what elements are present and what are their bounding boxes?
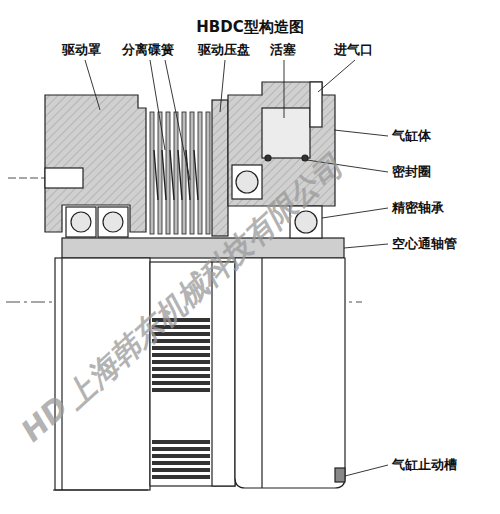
part-label: 分离碟簧 bbox=[122, 42, 174, 58]
seal-ring bbox=[265, 155, 271, 161]
disc-plate bbox=[150, 112, 154, 234]
disc-plate bbox=[174, 112, 178, 234]
disc-tab bbox=[152, 440, 210, 444]
part-label: 精密轴承 bbox=[392, 200, 444, 216]
air-inlet bbox=[310, 82, 322, 127]
pressure-plate bbox=[212, 100, 228, 236]
disc-spring bbox=[170, 150, 174, 200]
disc-tab bbox=[152, 374, 210, 378]
disc-tab bbox=[152, 447, 210, 451]
disc-spring bbox=[178, 150, 182, 200]
bearing bbox=[66, 207, 128, 237]
stop-groove bbox=[335, 468, 345, 482]
part-label: 空心通轴管 bbox=[392, 236, 457, 252]
title: HBDC型构造图 bbox=[196, 18, 303, 37]
disc-plate bbox=[190, 112, 194, 234]
disc-tab bbox=[152, 381, 210, 385]
part-label: 进气口 bbox=[334, 42, 373, 58]
disc-plate bbox=[206, 112, 210, 234]
disc-tab bbox=[152, 475, 210, 479]
part-label: 活塞 bbox=[270, 42, 296, 58]
disc-spring bbox=[194, 150, 198, 200]
bearing bbox=[232, 165, 262, 199]
disc-tab bbox=[152, 468, 210, 472]
disc-spring bbox=[154, 150, 158, 200]
disc-spring bbox=[162, 150, 166, 200]
disc-tab bbox=[152, 353, 210, 357]
disc-tab bbox=[152, 388, 210, 392]
disc-plate bbox=[166, 112, 170, 234]
part-label: 气缸止动槽 bbox=[392, 457, 457, 473]
disc-tab bbox=[152, 360, 210, 364]
disc-plate bbox=[182, 112, 186, 234]
part-label: 驱动罩 bbox=[62, 42, 101, 58]
disc-plate bbox=[198, 112, 202, 234]
part-label: 气缸体 bbox=[392, 128, 431, 144]
bolt-hole bbox=[45, 168, 83, 188]
cylinder-view bbox=[235, 258, 345, 488]
part-label: 驱动压盘 bbox=[198, 42, 250, 58]
part-label: 密封圈 bbox=[392, 164, 431, 180]
piston bbox=[262, 108, 310, 158]
disc-tab bbox=[152, 461, 210, 465]
disc-tab bbox=[152, 454, 210, 458]
disc-tab bbox=[152, 367, 210, 371]
